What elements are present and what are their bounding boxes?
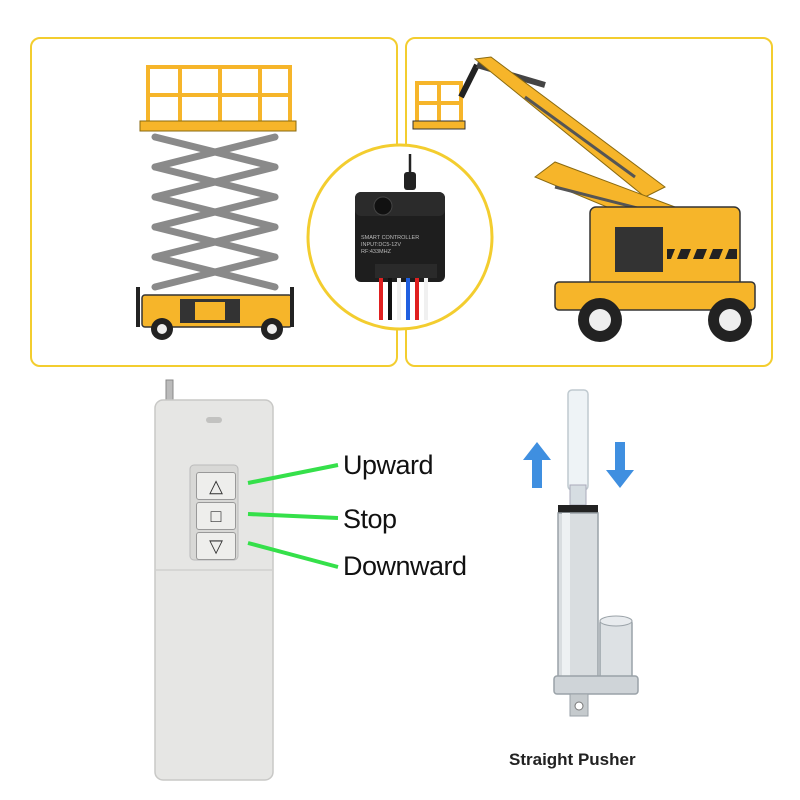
down-arrow-icon bbox=[606, 442, 634, 488]
stop-label: Stop bbox=[343, 504, 397, 534]
receiver-label-2: INPUT:DC5-12V bbox=[361, 242, 401, 248]
boom-lift-illustration bbox=[412, 56, 756, 342]
receiver-label-1: SMART CONTROLLER bbox=[361, 235, 419, 241]
downward-label: Downward bbox=[343, 551, 467, 581]
down-button[interactable]: ▽ bbox=[196, 532, 236, 560]
scissor-lift-illustration bbox=[136, 65, 297, 340]
actuator-caption: Straight Pusher bbox=[509, 750, 636, 769]
stop-callout-line bbox=[247, 512, 339, 520]
downward-callout-line bbox=[247, 541, 339, 569]
up-arrow-icon bbox=[523, 442, 551, 488]
receiver-module-illustration: SMART CONTROLLER INPUT:DC5-12V RF:433MHZ bbox=[306, 143, 494, 331]
callout-lines bbox=[247, 463, 339, 569]
linear-actuator-illustration bbox=[523, 389, 639, 717]
stop-button[interactable]: □ bbox=[196, 502, 236, 530]
up-button[interactable]: △ bbox=[196, 472, 236, 500]
remote-button-pad: △ □ ▽ bbox=[196, 472, 236, 560]
remote-control-illustration bbox=[154, 379, 274, 781]
receiver-label-3: RF:433MHZ bbox=[361, 249, 392, 255]
upward-label: Upward bbox=[343, 450, 434, 480]
upward-callout-line bbox=[247, 463, 339, 485]
